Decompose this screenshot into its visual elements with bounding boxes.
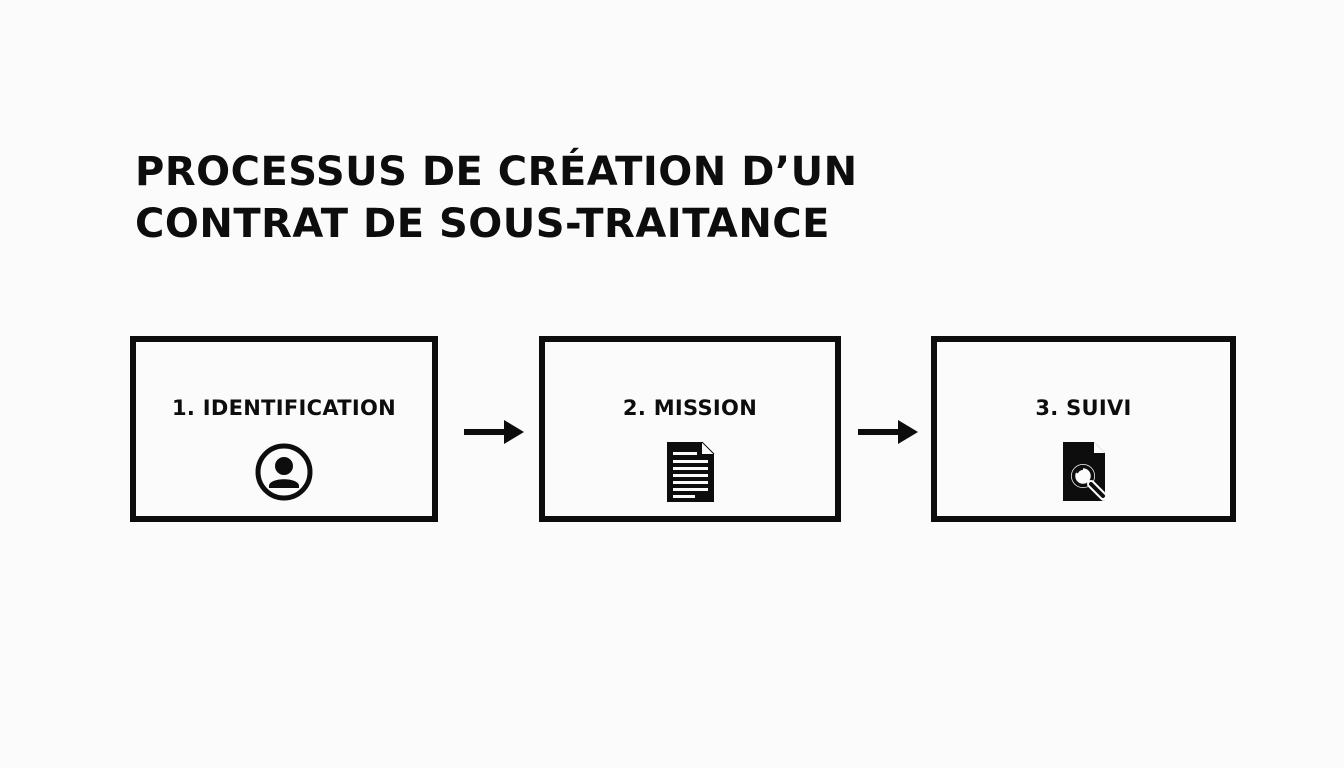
document-search-icon — [1052, 440, 1116, 504]
arrow-right-icon — [858, 418, 920, 446]
title-line-1: PROCESSUS DE CRÉATION D’UN — [135, 149, 858, 195]
step-mission: 2. MISSION — [539, 336, 841, 522]
title-line-2: CONTRAT DE SOUS-TRAITANCE — [135, 201, 830, 247]
step-label-identification: 1. IDENTIFICATION — [171, 396, 397, 420]
step-label-mission: 2. MISSION — [622, 396, 758, 420]
user-circle-icon — [252, 440, 316, 504]
arrow-right-icon — [464, 418, 526, 446]
step-label-suivi: 3. SUIVI — [1035, 396, 1132, 420]
document-icon — [658, 440, 722, 504]
step-identification: 1. IDENTIFICATION — [130, 336, 438, 522]
step-suivi: 3. SUIVI — [931, 336, 1236, 522]
diagram-title: PROCESSUS DE CRÉATION D’UN CONTRAT DE SO… — [135, 146, 858, 250]
